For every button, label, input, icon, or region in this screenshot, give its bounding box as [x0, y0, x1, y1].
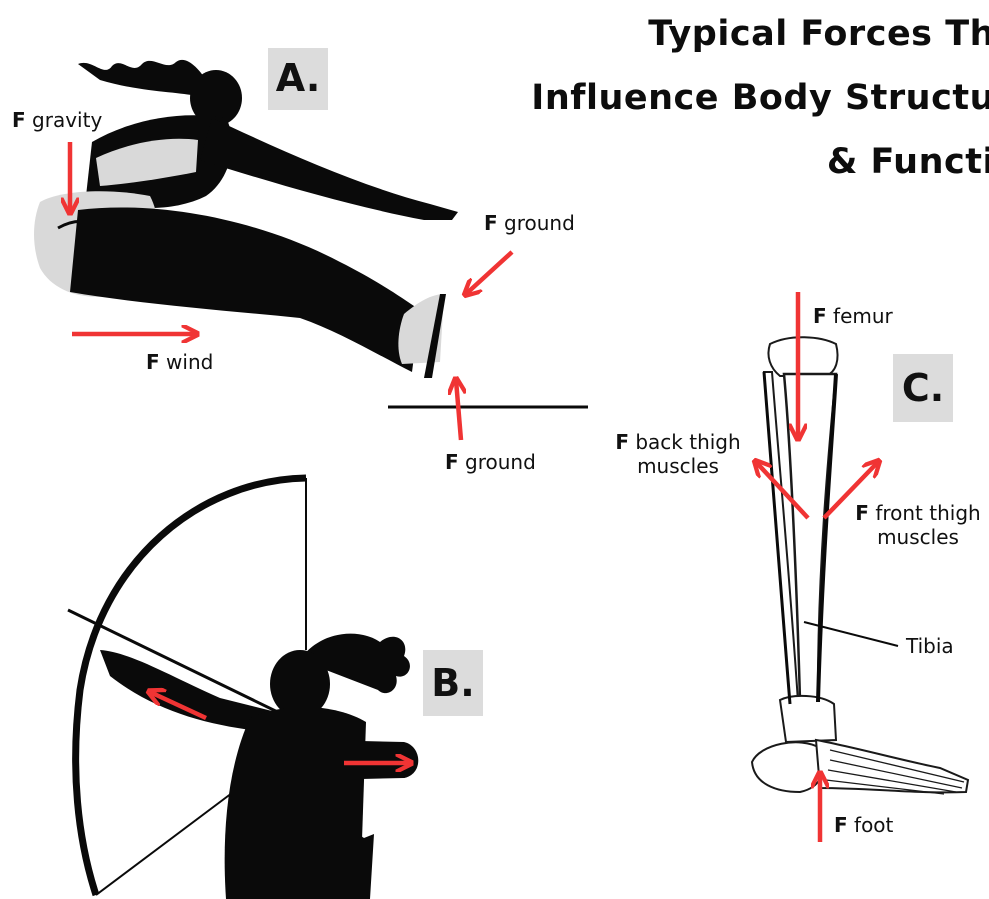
force-symbol: F: [146, 350, 160, 374]
back-thigh-force-label: F back thigh muscles: [610, 430, 746, 478]
force-symbol: F: [834, 813, 848, 837]
force-name: foot: [854, 813, 893, 837]
ground-force-floor-arrow: [456, 380, 461, 440]
force-symbol: F: [445, 450, 459, 474]
force-symbol: F: [484, 211, 498, 235]
force-symbol: F: [813, 304, 827, 328]
force-name: wind: [166, 350, 213, 374]
force-symbol: F: [615, 430, 629, 454]
force-name: femur: [833, 304, 893, 328]
force-name: front thigh: [875, 501, 980, 525]
ground-force-feet-label: F ground: [484, 211, 575, 235]
force-name: gravity: [32, 108, 102, 132]
archer-figure: [68, 478, 418, 899]
panel-b-label: B.: [423, 650, 483, 716]
force-name-line2: muscles: [637, 454, 719, 478]
force-name-line2: muscles: [877, 525, 959, 549]
femur-force-label: F femur: [813, 304, 893, 328]
front-thigh-force-label: F front thigh muscles: [848, 501, 988, 549]
tibia-label: Tibia: [906, 634, 954, 658]
wind-force-label: F wind: [146, 350, 213, 374]
force-symbol: F: [12, 108, 26, 132]
ground-force-floor-label: F ground: [445, 450, 536, 474]
force-name: back thigh: [635, 430, 740, 454]
foot-force-label: F foot: [834, 813, 893, 837]
ground-force-feet-arrow: [466, 252, 512, 294]
force-symbol: F: [855, 501, 869, 525]
gravity-force-label: F gravity: [12, 108, 102, 132]
panel-a-label: A.: [268, 48, 328, 110]
panel-c-label: C.: [893, 354, 953, 422]
force-name: ground: [465, 450, 536, 474]
force-name: ground: [504, 211, 575, 235]
